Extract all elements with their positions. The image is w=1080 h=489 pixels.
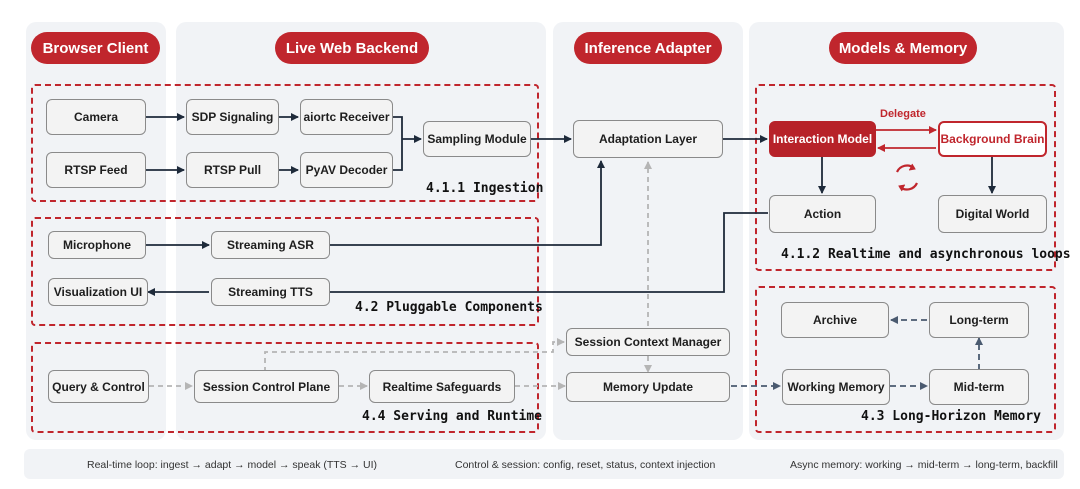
- node-adaptation-layer: Adaptation Layer: [573, 120, 723, 158]
- group-serving: [31, 342, 539, 433]
- node-interaction-model: Interaction Model: [769, 121, 876, 157]
- group-pluggable: [31, 217, 539, 326]
- legend-async: Async memory: working → mid-term → long-…: [790, 459, 1058, 471]
- node-rtsp-pull: RTSP Pull: [186, 152, 279, 188]
- node-sampling-module: Sampling Module: [423, 121, 531, 157]
- header-live-web-backend: Live Web Backend: [275, 32, 429, 64]
- node-long-term: Long-term: [929, 302, 1029, 338]
- node-working-memory: Working Memory: [782, 369, 890, 405]
- node-pyav-decoder: PyAV Decoder: [300, 152, 393, 188]
- legend-realtime: Real-time loop: ingest → adapt → model →…: [87, 459, 378, 471]
- node-realtime-safeguards: Realtime Safeguards: [369, 370, 515, 403]
- node-microphone: Microphone: [48, 231, 146, 259]
- node-action: Action: [769, 195, 876, 233]
- header-models-memory: Models & Memory: [829, 32, 977, 64]
- node-query-control: Query & Control: [48, 370, 149, 403]
- node-archive: Archive: [781, 302, 889, 338]
- node-background-brain: Background Brain: [938, 121, 1047, 157]
- node-visualization-ui: Visualization UI: [48, 278, 148, 306]
- group-realtime: [755, 84, 1056, 271]
- group-label-realtime: 4.1.2 Realtime and asynchronous loops: [781, 247, 1071, 262]
- node-sdp-signaling: SDP Signaling: [186, 99, 279, 135]
- legend-control: Control & session: config, reset, status…: [455, 459, 716, 471]
- group-label-pluggable: 4.2 Pluggable Components: [355, 300, 543, 315]
- node-session-context-manager: Session Context Manager: [566, 328, 730, 356]
- group-label-serving: 4.4 Serving and Runtime: [362, 409, 543, 424]
- node-mid-term: Mid-term: [929, 369, 1029, 405]
- group-memory: [755, 286, 1056, 433]
- legend: [24, 449, 1064, 479]
- header-inference-adapter: Inference Adapter: [574, 32, 722, 64]
- group-ingestion: [31, 84, 539, 202]
- node-streaming-tts: Streaming TTS: [211, 278, 330, 306]
- node-camera: Camera: [46, 99, 146, 135]
- group-label-memory: 4.3 Long-Horizon Memory: [861, 409, 1042, 424]
- delegate-label: Delegate: [880, 108, 926, 120]
- node-memory-update: Memory Update: [566, 372, 730, 402]
- node-streaming-asr: Streaming ASR: [211, 231, 330, 259]
- node-digital-world: Digital World: [938, 195, 1047, 233]
- node-rtsp-feed: RTSP Feed: [46, 152, 146, 188]
- node-session-control-plane: Session Control Plane: [194, 370, 339, 403]
- node-aiortc-receiver: aiortc Receiver: [300, 99, 393, 135]
- header-browser-client: Browser Client: [31, 32, 160, 64]
- group-label-ingestion: 4.1.1 Ingestion: [426, 181, 544, 196]
- cycle-icon: [895, 163, 919, 192]
